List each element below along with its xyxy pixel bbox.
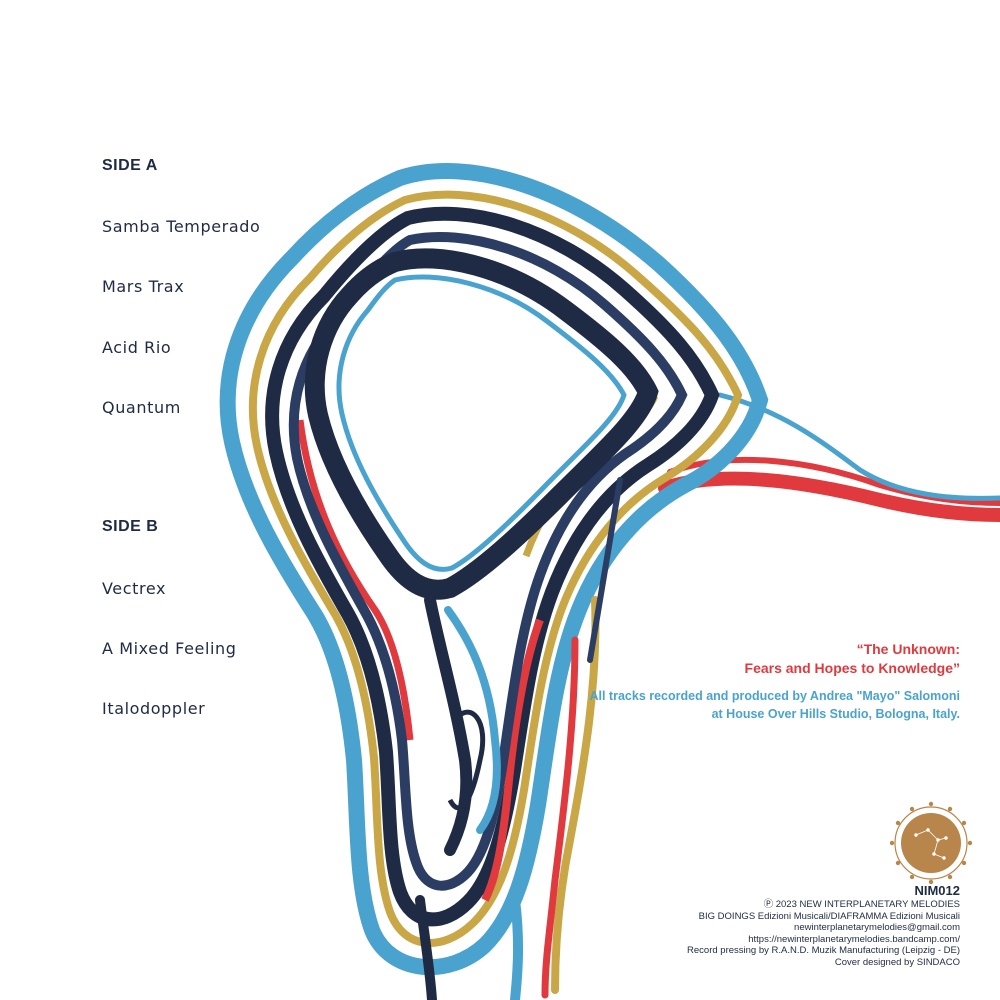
side-b-heading: SIDE B — [102, 518, 159, 535]
side-a-heading: SIDE A — [102, 157, 158, 174]
fine-print: Ⓟ 2023 NEW INTERPLANETARY MELODIES BIG D… — [687, 899, 960, 968]
innermost-loop — [304, 248, 659, 600]
recording-credits: All tracks recorded and produced by Andr… — [589, 687, 960, 723]
outer-band-blue — [219, 163, 769, 976]
recording-credits-line-1: All tracks recorded and produced by Andr… — [589, 689, 960, 703]
album-title: “The Unknown: Fears and Hopes to Knowled… — [745, 640, 960, 678]
side-a-track-1: Samba Temperado — [102, 217, 261, 236]
gold-band — [248, 190, 743, 948]
inner-navy-band — [288, 232, 688, 891]
side-a-track-2: Mars Trax — [102, 277, 185, 296]
side-a-track-4: Quantum — [102, 398, 181, 417]
red-band-2 — [481, 618, 544, 902]
tail-navy — [424, 594, 473, 856]
tail-bottom-navy — [415, 895, 437, 1000]
tail-bottom-blue — [510, 895, 524, 1000]
innermost-loop-blue — [336, 274, 627, 572]
fine-print-line-4: https://newinterplanetarymelodies.bandca… — [748, 933, 960, 945]
red-ribbon — [658, 471, 1000, 522]
navy-band — [265, 206, 720, 927]
blue-ribbon — [717, 392, 1000, 501]
catalog-number: NIM012 — [914, 883, 960, 898]
constellation-circle-logo — [889, 801, 973, 885]
fine-print-line-3: newinterplanetarymelodies@gmail.com — [794, 922, 960, 933]
red-band — [296, 419, 414, 741]
fine-print-line-2: BIG DOINGS Edizioni Musicali/DIAFRAMMA E… — [698, 910, 960, 922]
tail-navy-2 — [587, 477, 623, 663]
side-a-track-3: Acid Rio — [102, 338, 172, 357]
side-b-track-3: Italodoppler — [102, 699, 206, 718]
tail-red — [541, 636, 579, 999]
album-title-line-1: “The Unknown: — [856, 641, 960, 657]
fine-print-line-5: Record pressing by R.A.N.D. Muzik Manufa… — [687, 945, 960, 956]
recording-credits-line-2: at House Over Hills Studio, Bologna, Ita… — [711, 707, 960, 721]
fine-print-line-1: Ⓟ 2023 NEW INTERPLANETARY MELODIES — [763, 899, 960, 910]
tail-gold — [551, 596, 600, 994]
side-b-track-1: Vectrex — [102, 579, 167, 598]
tail-blue — [444, 606, 501, 834]
side-b-track-2: A Mixed Feeling — [102, 639, 237, 658]
album-title-line-2: Fears and Hopes to Knowledge” — [744, 660, 960, 676]
inner-droplet — [447, 709, 486, 811]
fine-print-line-6: Cover designed by SINDACO — [834, 956, 960, 968]
